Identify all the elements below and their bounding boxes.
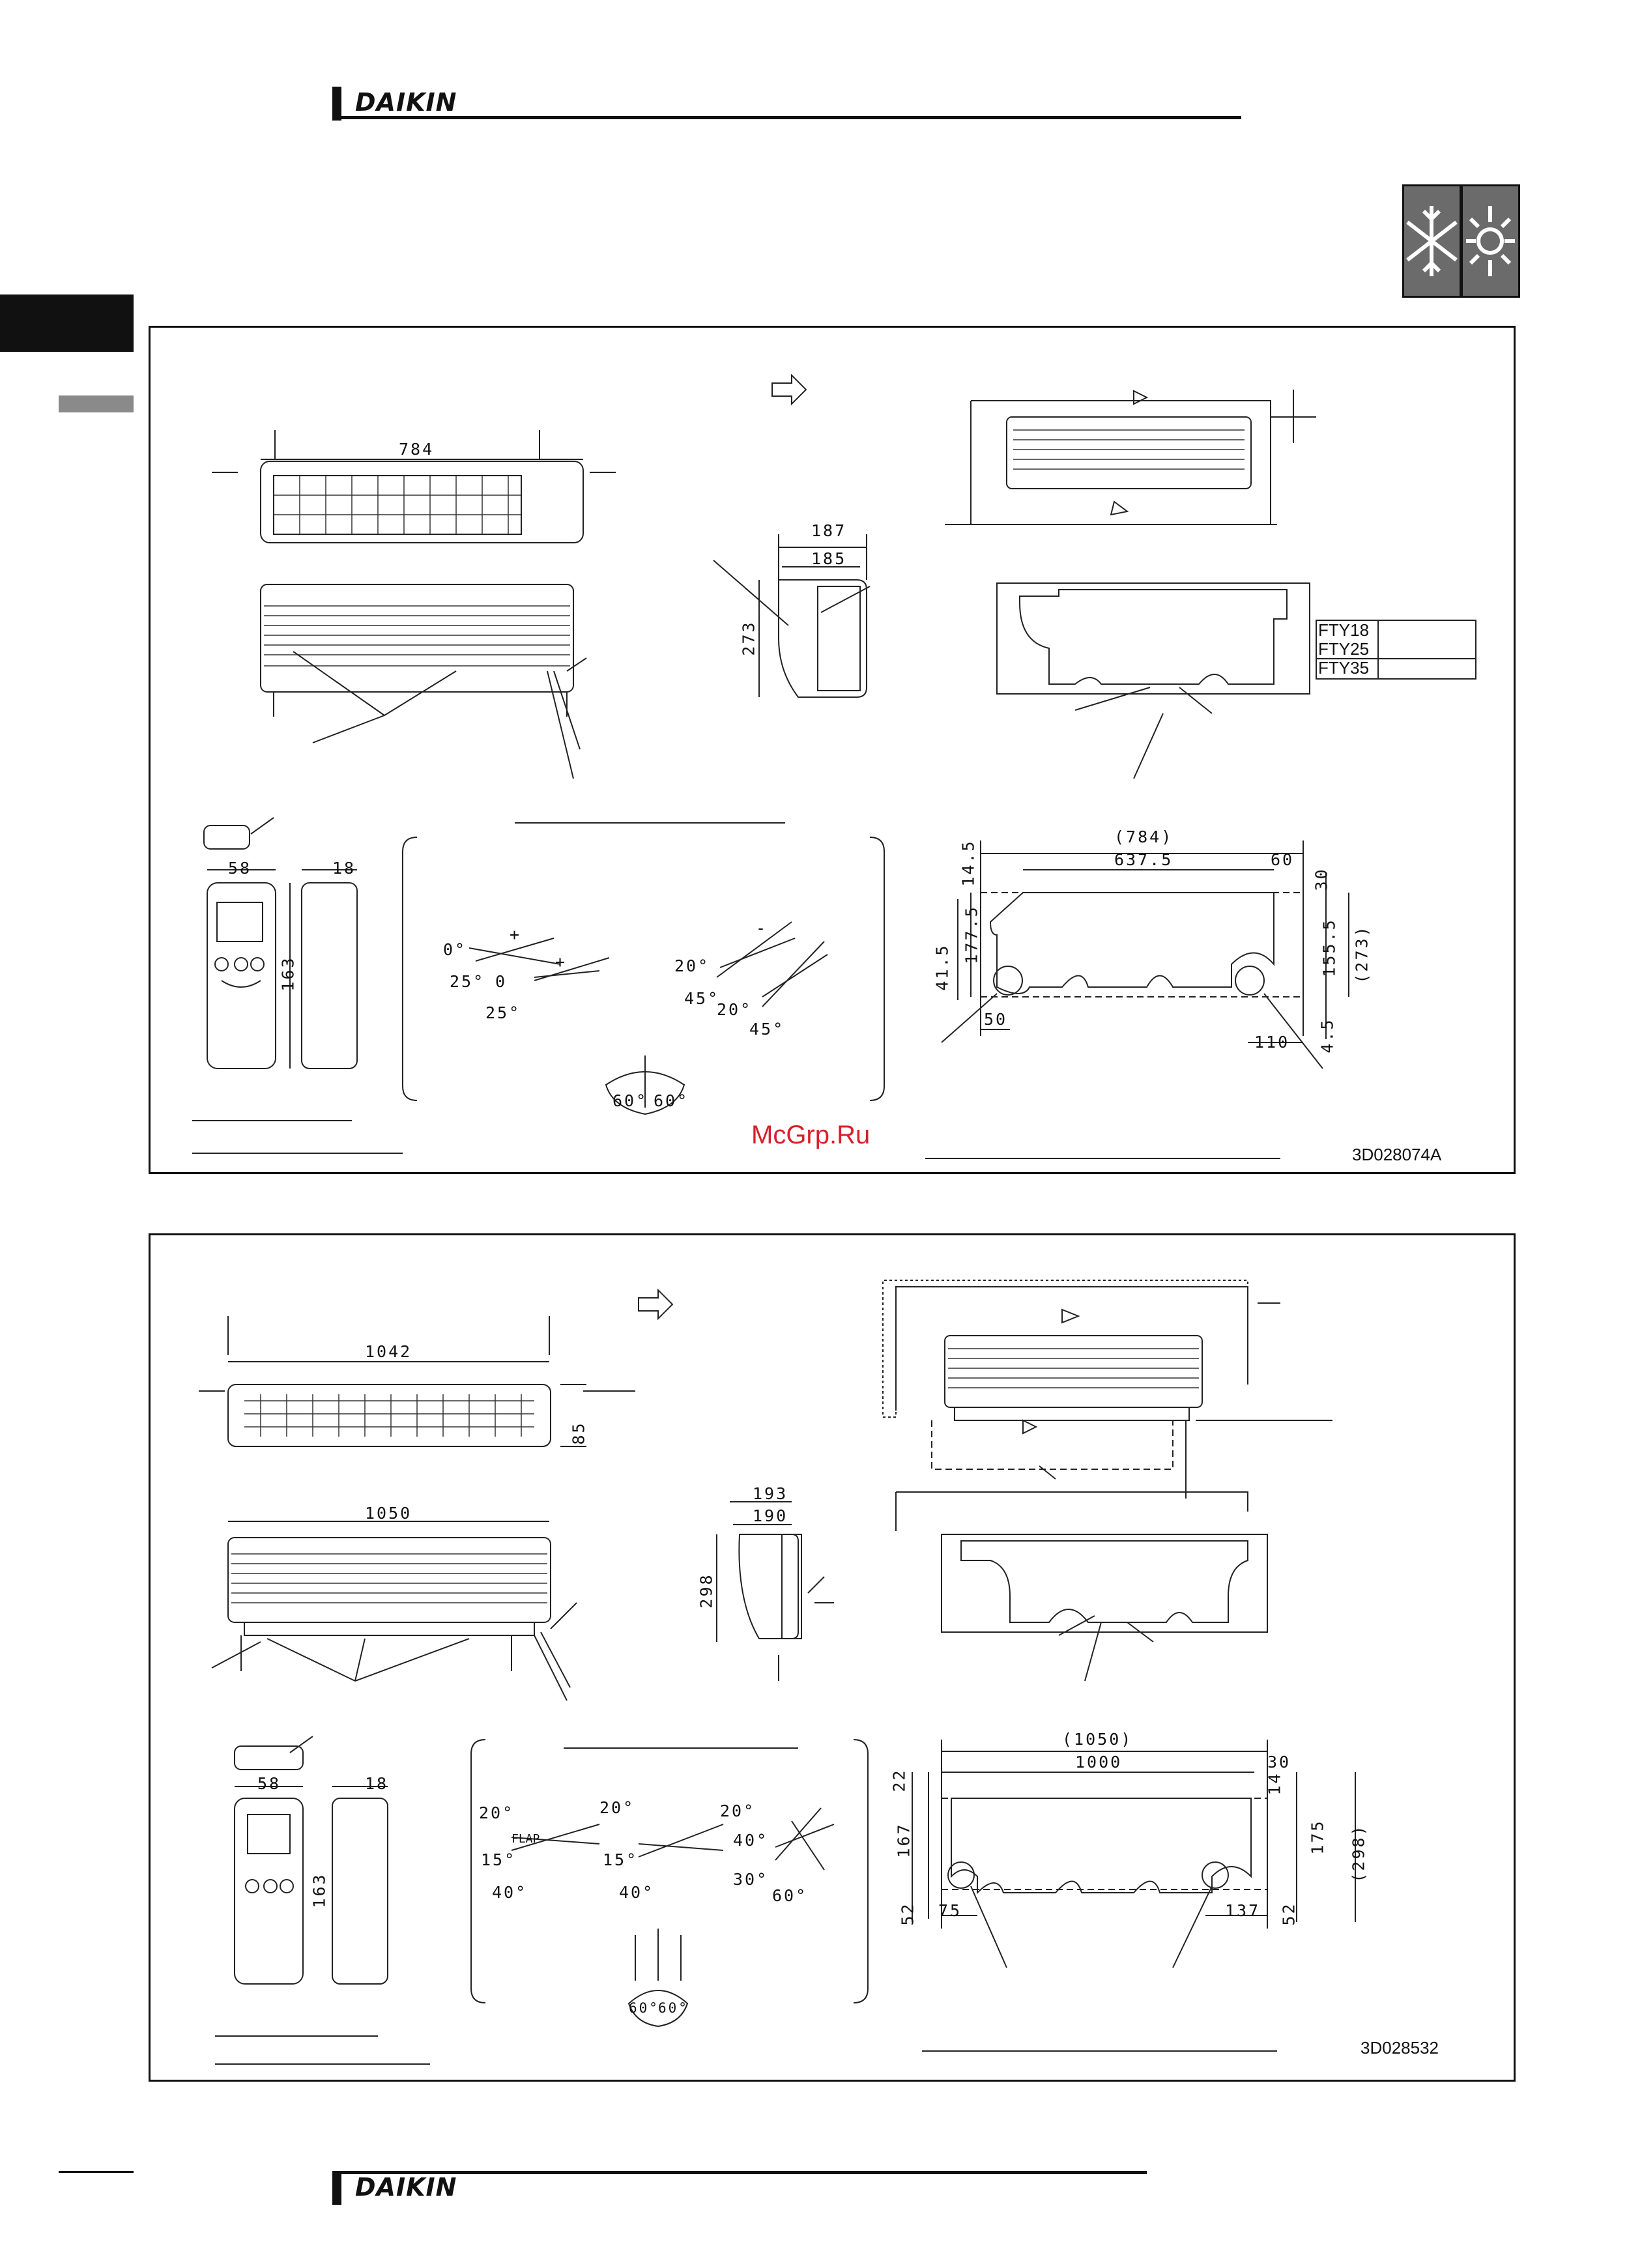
watermark: McGrp.Ru — [751, 1121, 871, 1149]
plate2-52-left: 52 — [898, 1902, 917, 1926]
side-width-inner-2: 190 — [753, 1506, 788, 1525]
remote-width: 58 — [228, 859, 252, 878]
drawing-code-2: 3D028532 — [1361, 2038, 1439, 2058]
angle-25-b: 25° — [485, 1003, 521, 1022]
model-fty25: FTY25 — [1318, 639, 1370, 659]
angle2-15-b: 15° — [603, 1850, 639, 1869]
plate2-175: 175 — [1308, 1819, 1327, 1855]
remote-depth: 18 — [332, 859, 356, 878]
angle2-40-b: 40° — [619, 1883, 655, 1902]
angle2-20-b: 20° — [599, 1798, 635, 1817]
angle-minus: - — [756, 919, 768, 938]
snowflake-icon — [1402, 184, 1461, 298]
angle2-60-left: 60° — [629, 2000, 659, 2016]
plate2-height: (298) — [1349, 1824, 1368, 1883]
angle2-15-a: 15° — [481, 1850, 517, 1869]
angle-25: 25° — [450, 972, 485, 991]
model-table: FTY18 FTY25 FTY35 — [1318, 621, 1369, 678]
footer-brand-bar — [332, 2171, 341, 2205]
plate2-total-width: (1050) — [1062, 1730, 1133, 1749]
remote-width-2: 58 — [257, 1774, 281, 1793]
angle-60-right: 60° — [654, 1091, 689, 1110]
plate2-right-offset: 30 — [1267, 1753, 1291, 1772]
chapter-tab — [0, 294, 134, 352]
angle2-20-c: 20° — [720, 1801, 756, 1820]
side-width-outer: 187 — [811, 521, 847, 540]
model-fty18: FTY18 — [1318, 620, 1370, 640]
drawing-code-1: 3D028074A — [1352, 1145, 1442, 1164]
plate-hole-right-offset: 110 — [1254, 1033, 1290, 1052]
section-tab — [59, 395, 134, 412]
angle-60-left: 60° — [612, 1091, 648, 1110]
header-brand-logo: DAIKIN — [355, 88, 457, 117]
angle-zero: 0 — [495, 972, 508, 991]
remote-depth-2: 18 — [365, 1774, 389, 1793]
angle-20: 20° — [674, 956, 710, 975]
side-width-outer-2: 193 — [753, 1484, 788, 1503]
plate2-hole-right-offset: 137 — [1225, 1901, 1261, 1920]
model-fty35: FTY35 — [1318, 658, 1370, 678]
footer-rule — [332, 2171, 1147, 2174]
angle-plus-2: + — [555, 953, 568, 971]
header-brand-bar — [332, 87, 341, 121]
angle2-60-right: 60° — [658, 2000, 689, 2016]
header-rule — [332, 116, 1241, 119]
angle-45-b: 45° — [749, 1020, 785, 1039]
sun-icon — [1461, 184, 1520, 298]
angle2-40-c: 40° — [733, 1831, 769, 1850]
front-width-dimension: 784 — [399, 440, 435, 459]
angle2-40-a: 40° — [492, 1883, 528, 1902]
angle2-30: 30° — [733, 1870, 769, 1889]
angle2-20-a: 20° — [479, 1803, 515, 1822]
footer-left-rule — [59, 2171, 134, 2173]
side-width-inner: 185 — [811, 549, 847, 568]
remote-height-2: 163 — [310, 1873, 329, 1908]
angle-45: 45° — [684, 989, 720, 1008]
top-width-dimension: 1042 — [365, 1342, 412, 1361]
diagram-panel-2 — [149, 1233, 1516, 2082]
angle-20-b: 20° — [717, 1000, 753, 1019]
angle-0: 0° — [443, 940, 467, 959]
front-width-dimension-2: 1050 — [365, 1504, 412, 1523]
angle2-60: 60° — [772, 1886, 808, 1905]
plate2-167: 167 — [894, 1822, 914, 1858]
side-height-2: 298 — [697, 1573, 716, 1609]
plate-right-offset: 60 — [1271, 850, 1295, 869]
diagram-panel-1 — [149, 326, 1516, 1174]
plate2-inner-width: 1000 — [1075, 1753, 1123, 1772]
footer-brand-logo: DAIKIN — [355, 2173, 457, 2202]
plate2-52-right: 52 — [1279, 1902, 1299, 1926]
plate-total-width: (784) — [1114, 827, 1173, 846]
plate-hole-left-offset: 50 — [984, 1010, 1008, 1029]
angle-plus: + — [510, 925, 522, 944]
side-depth-dimension: 85 — [569, 1421, 588, 1445]
plate2-22: 22 — [889, 1768, 909, 1792]
plate-inner-width: 637.5 — [1114, 850, 1173, 869]
plate2-hole-left-offset: 75 — [938, 1901, 962, 1920]
flap-label: FLAP — [511, 1832, 540, 1846]
plate2-14: 14 — [1265, 1772, 1284, 1796]
